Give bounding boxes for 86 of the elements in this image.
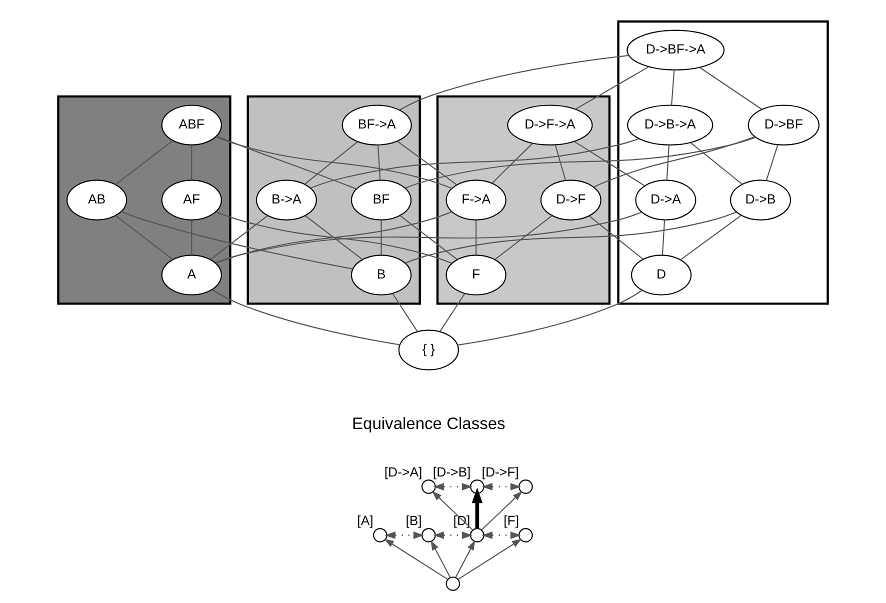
connector	[397, 140, 458, 186]
arrow	[384, 532, 424, 539]
arrow	[482, 483, 522, 490]
connector	[212, 289, 400, 346]
node-circle	[446, 576, 460, 591]
node-label: [D->A]	[384, 464, 422, 480]
node-ellipse: D->A	[635, 180, 696, 220]
connector	[671, 70, 675, 106]
connector	[310, 138, 639, 189]
arrow	[481, 490, 522, 530]
connector	[766, 144, 778, 181]
connector	[405, 212, 736, 264]
connector	[575, 66, 650, 110]
node-circle	[470, 528, 484, 542]
node-ellipse: D	[630, 254, 692, 296]
connector	[400, 54, 630, 110]
node-ellipse: BF	[350, 180, 412, 220]
node-label: [F]	[504, 512, 520, 528]
connector	[588, 215, 644, 260]
connector	[216, 136, 452, 189]
node-ellipse: D->F->A	[507, 104, 593, 146]
connector	[191, 145, 192, 180]
node-circle	[422, 528, 436, 542]
connector	[210, 215, 268, 260]
node-label: [D->B]	[432, 464, 471, 480]
node-ellipse: BF->A	[342, 104, 412, 146]
connector	[405, 136, 756, 189]
node-circle	[518, 528, 533, 542]
node-ellipse: B	[350, 254, 412, 296]
connector	[574, 141, 645, 186]
connector	[216, 212, 642, 264]
arrow	[472, 488, 483, 528]
arrow	[482, 532, 522, 539]
connector	[457, 290, 642, 346]
arrow	[458, 538, 522, 580]
connector	[494, 215, 552, 260]
node-ellipse: F->A	[446, 180, 506, 220]
connector	[400, 215, 458, 260]
node-label: [B]	[406, 512, 422, 528]
connector	[476, 220, 477, 255]
connector	[690, 142, 743, 185]
arrow	[384, 538, 448, 580]
connector	[680, 215, 742, 260]
node-ellipse: ABF	[161, 104, 222, 146]
node-circle	[470, 480, 484, 494]
node-circle	[422, 480, 436, 494]
connector	[594, 136, 756, 188]
arrow	[455, 540, 476, 578]
cluster	[436, 95, 611, 305]
arrow	[433, 483, 473, 490]
node-ellipse: D->B->A	[627, 104, 714, 146]
connector	[662, 220, 666, 256]
node-ellipse: AB	[66, 180, 128, 220]
node-ellipse: A	[161, 254, 222, 296]
node-ellipse: B->A	[256, 180, 317, 220]
connector	[115, 140, 174, 186]
node-ellipse: D->BF->A	[626, 30, 725, 71]
connector	[304, 215, 363, 260]
node-ellipse: D->B	[730, 180, 792, 220]
connector	[666, 144, 670, 180]
connector	[699, 66, 762, 110]
arrow	[430, 540, 451, 578]
connector	[115, 215, 174, 260]
arrow	[432, 490, 474, 530]
cluster	[246, 95, 421, 305]
node-label: [A]	[357, 512, 374, 528]
node-ellipse: F	[446, 254, 506, 296]
cluster	[57, 95, 232, 305]
arrow	[433, 532, 473, 539]
node-ellipse: { }	[398, 330, 459, 370]
connector	[554, 144, 566, 180]
node-circle	[373, 528, 388, 542]
label: Equivalence Classes	[352, 414, 506, 433]
connector	[304, 141, 358, 185]
node-circle	[518, 480, 533, 494]
connector	[120, 211, 353, 270]
connector	[492, 143, 533, 184]
cluster	[617, 20, 829, 305]
connector	[380, 220, 382, 255]
connector	[216, 136, 356, 190]
connector	[377, 144, 381, 180]
connector	[191, 220, 192, 255]
node-ellipse: D->BF	[748, 104, 820, 146]
node-ellipse: AF	[161, 180, 222, 220]
node-label: [D->F]	[482, 464, 519, 480]
node-ellipse: D->F	[540, 180, 602, 220]
